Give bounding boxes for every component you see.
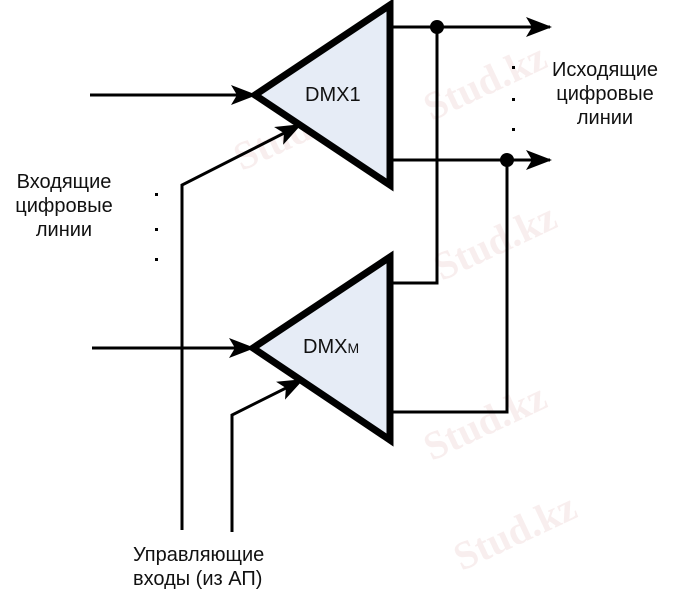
input-lines-label: Входящие цифровые линии	[0, 170, 128, 242]
control-inputs-label: Управляющие входы (из АП)	[133, 543, 264, 591]
control-line-m	[230, 378, 304, 532]
label-line: Исходящие	[551, 59, 659, 81]
label-line: цифровые	[15, 195, 113, 217]
dmx1-block	[248, 0, 394, 192]
dmx1-label: DMX1	[305, 84, 361, 106]
junction-dot	[500, 153, 514, 167]
output-lines-label: Исходящие цифровые линии	[545, 58, 665, 130]
control-line-1	[180, 123, 302, 530]
dmxm-output-1	[390, 27, 439, 285]
dmxm-block	[246, 250, 394, 447]
label-line: линии	[576, 107, 634, 129]
label-line: линии	[35, 219, 93, 241]
dmxm-label-base: DMX	[303, 336, 348, 358]
label-line: Управляющие	[133, 544, 265, 566]
label-line: цифровые	[556, 83, 654, 105]
label-line: входы (из АП)	[133, 568, 263, 590]
dmxm-label-sub: M	[347, 340, 360, 356]
junction-dot	[430, 20, 444, 34]
ellipsis-dots	[155, 66, 515, 261]
label-line: Входящие	[16, 171, 112, 193]
dmxm-output-2	[390, 160, 509, 414]
dmxm-label: DMXM	[303, 335, 359, 360]
